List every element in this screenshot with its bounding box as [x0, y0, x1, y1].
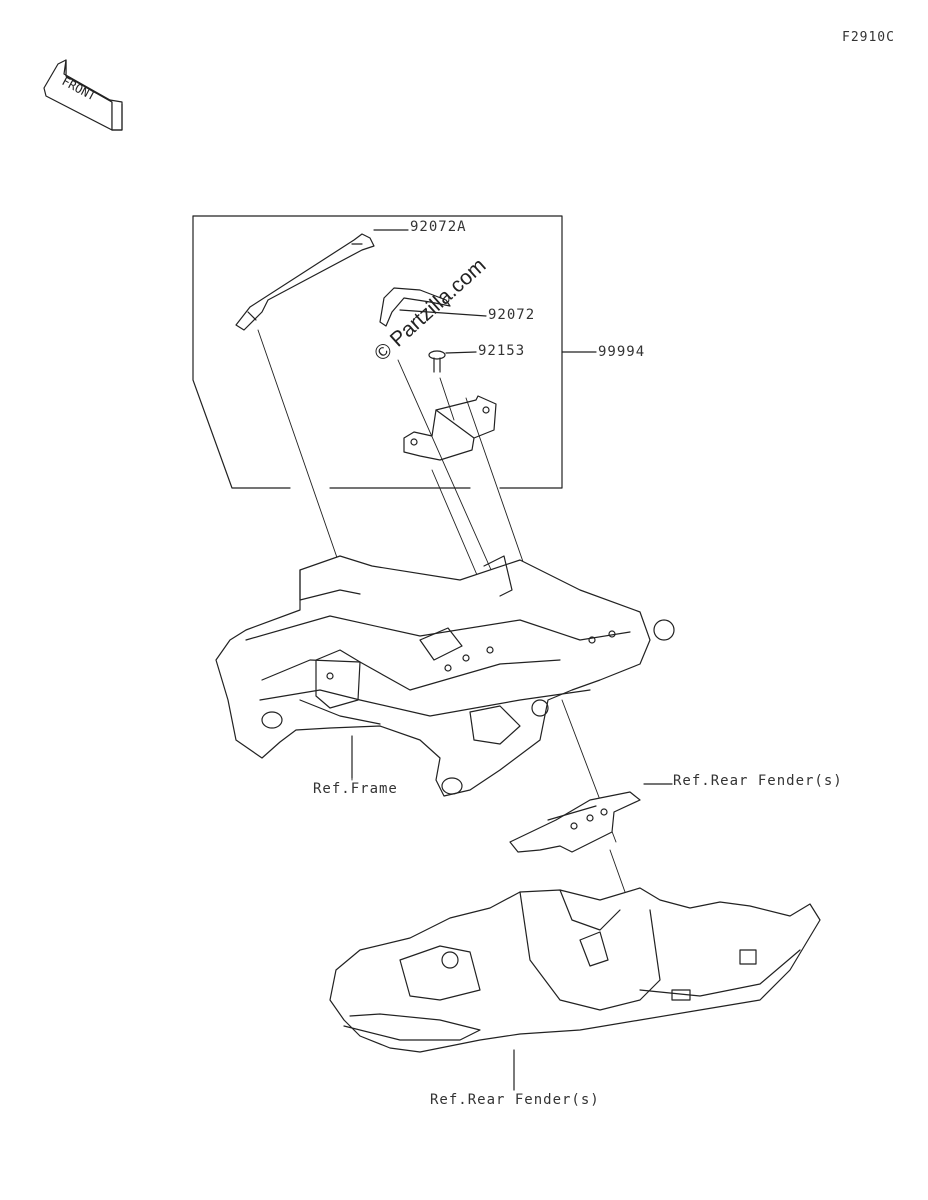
frame [215, 555, 675, 797]
watermark-text: © Partzilla.com [372, 254, 491, 366]
strap-92072 [379, 287, 487, 327]
partzilla-watermark: © Partzilla.com [370, 222, 542, 372]
callout-92072[interactable]: 92072 [488, 307, 536, 323]
callout-99994[interactable]: 99994 [598, 344, 646, 360]
callout-ref-frame: Ref.Frame [313, 781, 398, 797]
rear-fender [329, 887, 821, 1091]
front-arrow-icon: FRONT [43, 59, 123, 131]
bracket [403, 395, 497, 461]
callout-92072a[interactable]: 92072A [410, 219, 467, 235]
callout-ref-rear-fender-lower: Ref.Rear Fender(s) [430, 1092, 600, 1108]
bolt-92153 [428, 350, 477, 373]
rear-fender-bracket [509, 783, 673, 853]
kit-outline-box [192, 215, 597, 489]
figure-code: F2910C [842, 30, 895, 45]
callout-92153[interactable]: 92153 [478, 343, 526, 359]
callout-ref-rear-fender-upper: Ref.Rear Fender(s) [673, 773, 843, 789]
strap-92072a [235, 229, 409, 331]
